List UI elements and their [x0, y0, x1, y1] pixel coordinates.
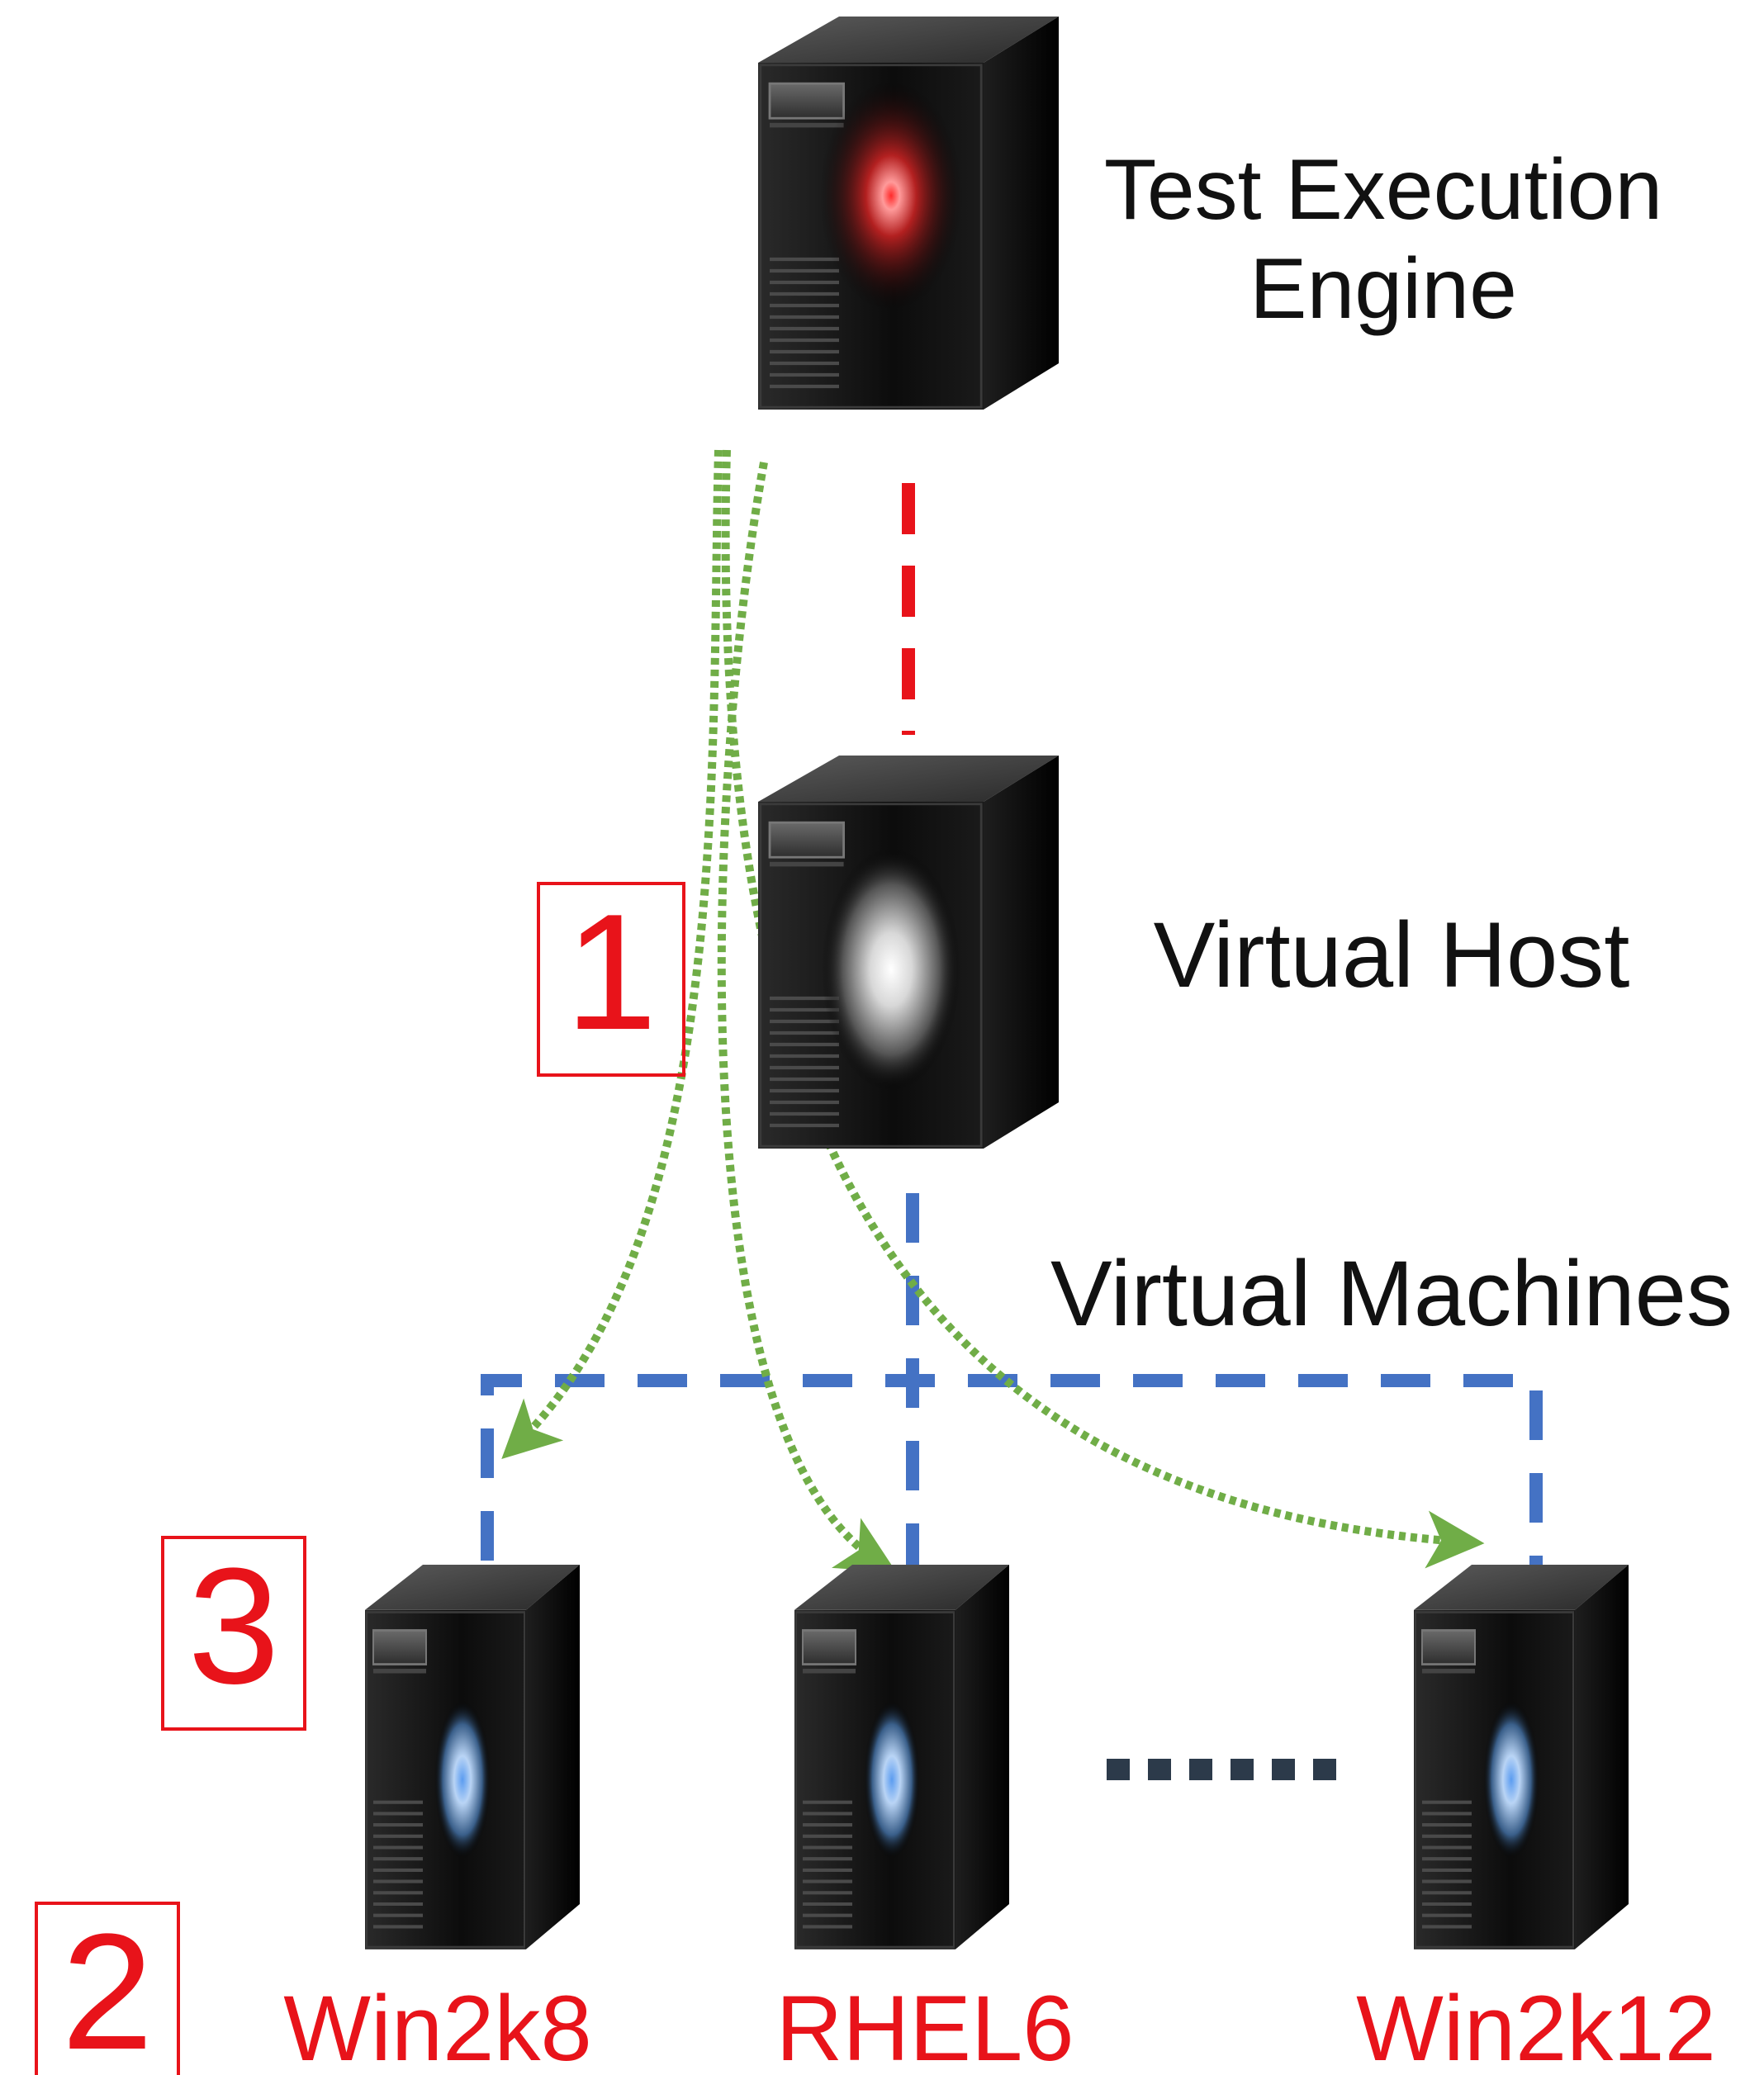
vm-label-rhel6: RHEL6	[775, 1977, 1074, 2075]
engine-glow	[819, 80, 963, 311]
engine-label-line1: Test Execution	[1104, 142, 1662, 238]
flow-arrow-to-rhel6	[717, 462, 897, 1572]
host-glow	[822, 848, 960, 1091]
test-flow-arrows	[501, 449, 1485, 1572]
step-marker-3: 3	[161, 1534, 306, 1731]
test-execution-engine-server	[758, 17, 1059, 410]
step-marker-2-label: 2	[61, 1900, 153, 2075]
step-marker-1: 1	[537, 880, 685, 1077]
ellipsis-icon	[1107, 1759, 1336, 1780]
engine-label-line2: Engine	[1250, 241, 1517, 337]
vm-server-win2k8	[365, 1565, 580, 1949]
step-marker-2: 2	[35, 1900, 180, 2075]
flow-arrow-to-win2k12	[721, 449, 1485, 1569]
step-marker-3-label: 3	[187, 1534, 279, 1718]
vm-server-win2k12	[1414, 1565, 1629, 1949]
vm-server-rhel6	[794, 1565, 1009, 1949]
vm-label-win2k8: Win2k8	[283, 1977, 591, 2075]
vm-label-win2k12: Win2k12	[1356, 1977, 1716, 2075]
virtual-machines-label: Virtual Machines	[1050, 1242, 1733, 1345]
flow-arrow-to-win2k8	[501, 449, 723, 1460]
step-marker-1-label: 1	[565, 880, 657, 1064]
virtual-host-server	[758, 756, 1059, 1149]
virtual-host-label: Virtual Host	[1154, 903, 1630, 1007]
